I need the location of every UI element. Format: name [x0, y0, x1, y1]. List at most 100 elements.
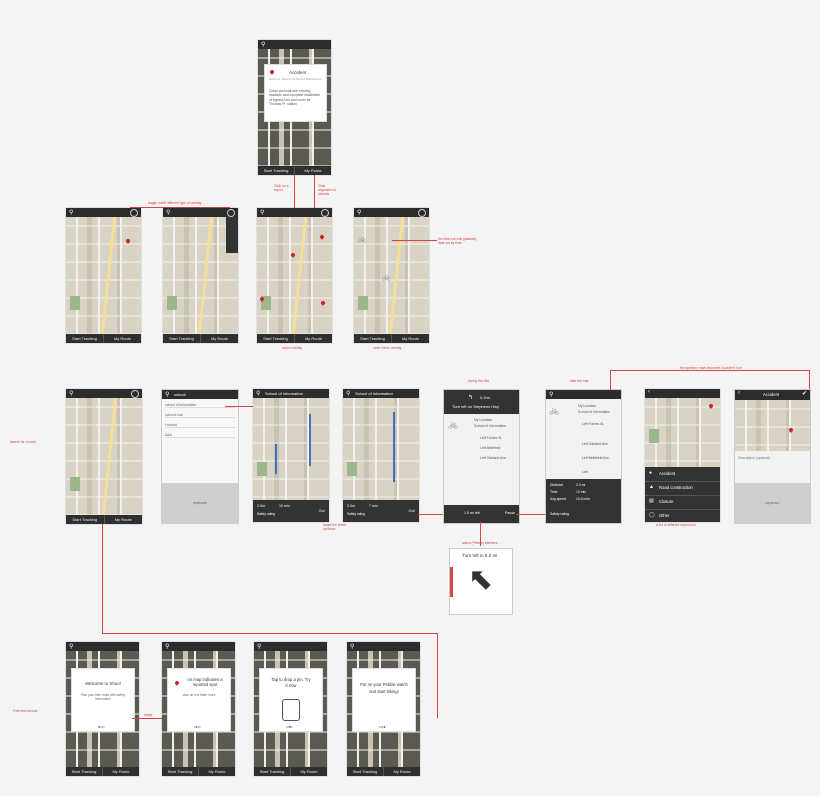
start-tracking-button[interactable]: Start Tracking: [347, 767, 384, 776]
status-bar: ‹: [645, 389, 720, 398]
map[interactable]: [163, 217, 238, 334]
tutorial-card[interactable]: Put on your Pebble watch and start bikin…: [352, 668, 416, 732]
start-tracking-button[interactable]: Start Tracking: [257, 334, 295, 343]
park: [70, 296, 80, 310]
layers-icon[interactable]: [227, 209, 235, 217]
search-icon[interactable]: ⚲: [256, 391, 261, 397]
pin-icon[interactable]: [788, 427, 794, 433]
map[interactable]: [253, 398, 329, 500]
start-tracking-button[interactable]: Start Tracking: [354, 334, 392, 343]
search-icon[interactable]: ⚲: [69, 644, 74, 650]
my-route-button[interactable]: My Route: [210, 336, 229, 341]
map[interactable]: [66, 398, 142, 515]
pin-icon[interactable]: [125, 238, 131, 244]
report-type-list: ●Accident ▲Road construction ▤Closure ◯O…: [645, 467, 720, 522]
note-tutorial: First time tutorial: [13, 709, 38, 713]
keyboard[interactable]: keyboard: [162, 483, 238, 523]
my-route-button[interactable]: My Route: [300, 769, 318, 774]
suggestion-item[interactable]: &&&: [165, 433, 235, 438]
destination[interactable]: School of Information: [265, 391, 303, 396]
layers-icon[interactable]: [321, 209, 329, 217]
keyboard[interactable]: keyboard: [735, 483, 810, 523]
search-icon[interactable]: ⚲: [165, 644, 170, 650]
back-icon[interactable]: ‹: [738, 390, 740, 396]
layers-icon[interactable]: [131, 390, 139, 398]
suggestion-item[interactable]: school of information: [165, 403, 235, 408]
map[interactable]: [735, 400, 810, 451]
park: [257, 462, 267, 476]
phone-tutorial-3: ⚲ Tap to drop a pin. Try it now ••●• Sta…: [254, 642, 327, 776]
map[interactable]: [66, 217, 141, 334]
suggestion-item[interactable]: t-school: [165, 423, 235, 428]
layers-icon[interactable]: [130, 209, 138, 217]
step-item: Left Bellefield: [480, 446, 501, 450]
search-bar: ⚲ School of Information: [253, 389, 329, 398]
suggestion-item[interactable]: schools hall: [165, 413, 235, 418]
tutorial-card[interactable]: Welcome to Shoo! Plan your bike route wi…: [71, 668, 135, 732]
start-tracking-button[interactable]: Start Tracking: [66, 515, 105, 524]
report-item-accident[interactable]: ●Accident: [645, 468, 720, 482]
step-item: My Location: [578, 404, 597, 408]
pause-button[interactable]: Pause: [504, 511, 515, 515]
search-icon[interactable]: ⚲: [257, 644, 262, 650]
description-field[interactable]: Description (optional): [738, 456, 771, 460]
start-tracking-button[interactable]: Start Tracking: [66, 767, 103, 776]
back-icon[interactable]: ‹: [648, 389, 650, 395]
route-summary[interactable]: 2.0m 7 min Safety rating Go!: [343, 500, 419, 522]
report-item-other[interactable]: ◯Other: [645, 510, 720, 522]
start-tracking-button[interactable]: Start Tracking: [66, 334, 104, 343]
my-route-button[interactable]: My Route: [393, 769, 411, 774]
go-button[interactable]: Go!: [318, 508, 325, 513]
search-icon[interactable]: ⚲: [260, 210, 265, 216]
my-route-button[interactable]: My Route: [208, 769, 226, 774]
my-route-button[interactable]: My Route: [401, 336, 420, 341]
pin-icon[interactable]: [320, 300, 326, 306]
search-query[interactable]: school: [174, 392, 186, 397]
my-route-button[interactable]: My Route: [304, 168, 322, 173]
status-bar: ⚲: [258, 40, 331, 49]
stat-value: 2.0 mi: [576, 483, 586, 487]
search-icon[interactable]: ⚲: [357, 210, 362, 216]
start-tracking-button[interactable]: Start Tracking: [254, 767, 291, 776]
map[interactable]: [343, 398, 419, 500]
map[interactable]: 🚲 🚲: [354, 217, 429, 334]
search-icon[interactable]: ⚲: [549, 392, 554, 398]
search-icon: ⚲: [165, 392, 170, 398]
start-tracking-button[interactable]: Start Tracking: [258, 166, 295, 175]
phone-tutorial-4: ⚲ Put on your Pebble watch and start bik…: [347, 642, 420, 776]
report-item-road-construction[interactable]: ▲Road construction: [645, 482, 720, 496]
map[interactable]: [257, 217, 332, 334]
my-route-button[interactable]: My Route: [114, 517, 132, 522]
my-route-button[interactable]: My Route: [304, 336, 323, 341]
pin-icon[interactable]: [319, 234, 325, 240]
tutorial-card[interactable]: on map indicates a reported spot click o…: [167, 668, 231, 732]
search-icon[interactable]: ⚲: [166, 210, 171, 216]
route-summary[interactable]: 2.0m 10 min Safety rating Go!: [253, 500, 329, 522]
search-bar[interactable]: ⚲ school: [162, 390, 238, 399]
my-route-button[interactable]: My Route: [112, 769, 130, 774]
search-icon[interactable]: ⚲: [69, 391, 74, 397]
go-button[interactable]: Go!: [408, 508, 415, 513]
start-tracking-button[interactable]: Start Tracking: [162, 767, 199, 776]
accident-card[interactable]: Accident Mathis St., Browns, Forbes and …: [264, 64, 327, 122]
search-icon[interactable]: ⚲: [346, 391, 351, 397]
pin-icon[interactable]: [290, 252, 296, 258]
report-item-closure[interactable]: ▤Closure: [645, 496, 720, 510]
map[interactable]: [645, 398, 720, 467]
search-icon[interactable]: ⚲: [261, 42, 266, 48]
destination[interactable]: School of Information: [355, 391, 393, 396]
status-bar: ⚲: [163, 208, 238, 217]
pin-icon[interactable]: [708, 403, 714, 409]
my-route-button[interactable]: My Route: [113, 336, 132, 341]
bike-icon: 🚲: [358, 236, 367, 243]
overlay-menu[interactable]: [226, 217, 238, 253]
search-icon[interactable]: ⚲: [69, 210, 74, 216]
main-road: [101, 398, 117, 515]
layers-icon[interactable]: [418, 209, 426, 217]
search-icon[interactable]: ⚲: [350, 644, 355, 650]
start-tracking-button[interactable]: Start Tracking: [163, 334, 201, 343]
page-dots: •●••: [194, 724, 201, 729]
tutorial-card[interactable]: Tap to drop a pin. Try it now ••●•: [259, 668, 323, 732]
check-icon[interactable]: ✔: [801, 391, 807, 397]
note-click-dismiss: Click anywhere to dismiss: [318, 184, 336, 196]
